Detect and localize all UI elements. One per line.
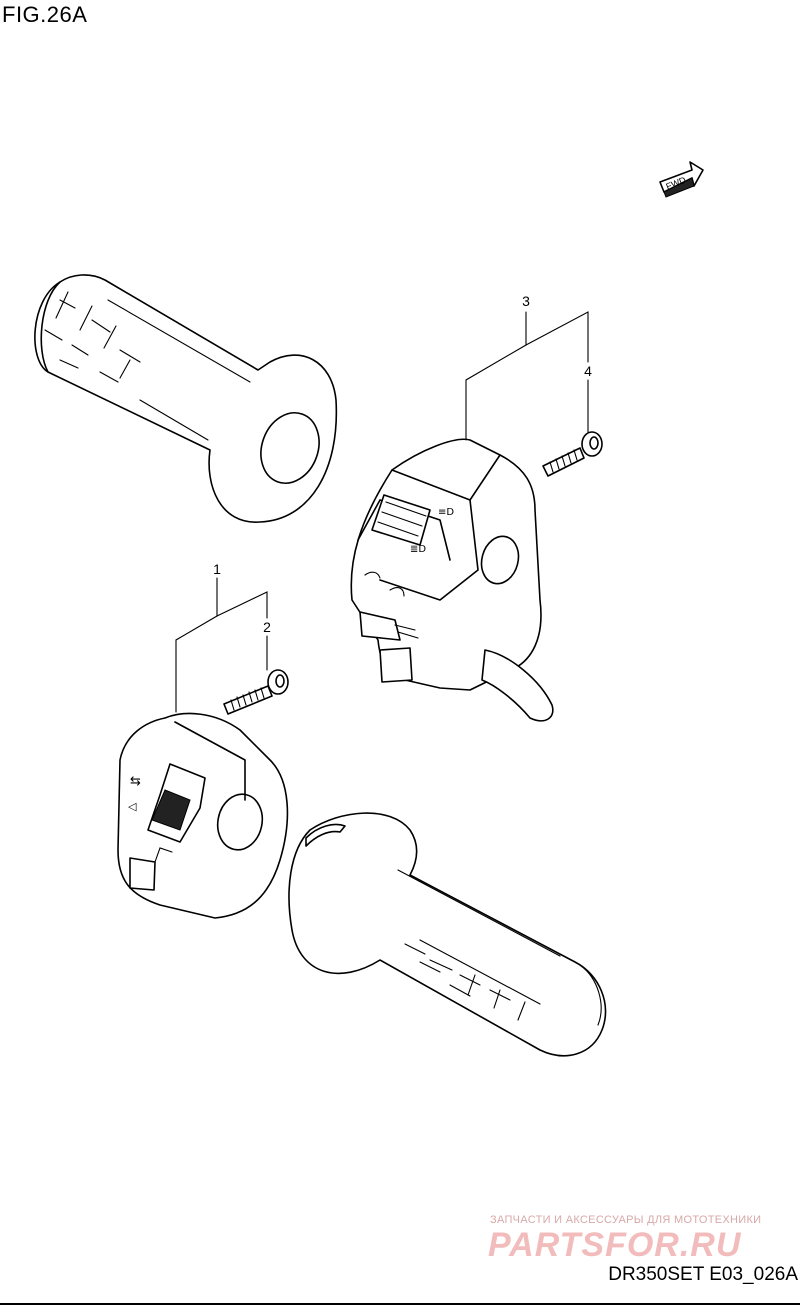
- turn-signal-icon: ⇆: [130, 774, 141, 789]
- figure-title: FIG.26A: [2, 2, 88, 27]
- screw-part-2: [223, 669, 289, 715]
- callout-1: 1: [213, 561, 221, 577]
- headlight-high-icon: ≡D: [438, 507, 454, 518]
- callout-4: 4: [584, 363, 592, 379]
- screw-part-4: [542, 431, 603, 477]
- left-hand-grip: [34, 274, 338, 523]
- watermark-brand: PARTSFOR.RU: [488, 1226, 742, 1264]
- callout-2: 2: [263, 619, 271, 635]
- callout-leaders: [175, 311, 589, 713]
- left-switch-housing: ⇆ ◁: [117, 712, 289, 919]
- fwd-arrow-icon: FWD: [659, 161, 704, 198]
- watermark-tagline: ЗАПЧАСТИ И АКСЕССУАРЫ ДЛЯ МОТОТЕХНИКИ: [490, 1214, 762, 1226]
- drawing-code: DR350SET E03_026A: [608, 1264, 798, 1285]
- headlight-low-icon: ≣D: [410, 544, 426, 555]
- bottom-border: [0, 1303, 800, 1305]
- callout-3: 3: [522, 293, 530, 309]
- right-hand-grip: [288, 812, 607, 1057]
- horn-icon: ◁: [128, 800, 137, 813]
- right-switch-housing: ≡D ≣D: [350, 438, 554, 722]
